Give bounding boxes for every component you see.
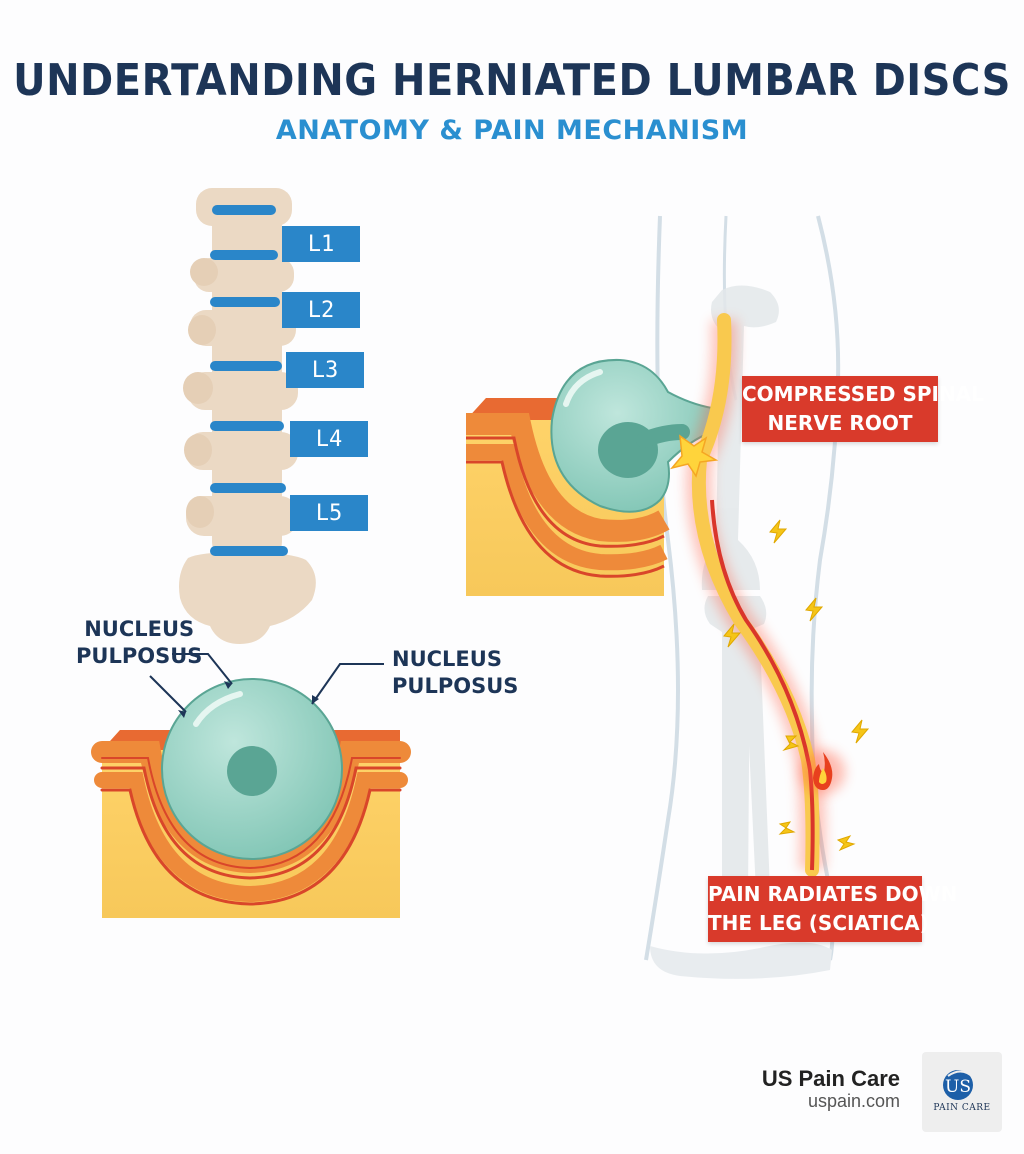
disc-line bbox=[210, 421, 284, 431]
page-subtitle: ANATOMY & PAIN MECHANISM bbox=[275, 115, 749, 146]
brand-name: US Pain Care bbox=[761, 1066, 900, 1091]
vertebra-label-l5: L5 bbox=[290, 495, 368, 531]
vertebra-label-l1: L1 bbox=[282, 226, 360, 262]
nucleus-pulposus-label-right: NUCLEUS PULPOSUS bbox=[392, 647, 519, 698]
disc-line bbox=[210, 297, 280, 307]
lumbar-spine bbox=[179, 188, 316, 644]
disc-line bbox=[210, 361, 282, 371]
disc-line bbox=[210, 250, 278, 260]
brand-url[interactable]: uspain.com bbox=[807, 1091, 900, 1111]
vertebra-label-l2: L2 bbox=[282, 292, 360, 328]
page-title: UNDERTANDING HERNIATED LUMBAR DISCS bbox=[13, 56, 1011, 106]
disc-line bbox=[212, 205, 276, 215]
logo-mark-text: US bbox=[945, 1077, 971, 1097]
healthy-disc-cross-section bbox=[91, 653, 411, 918]
sciatic-nerve bbox=[669, 313, 870, 877]
brand-logo: US PAIN CARE bbox=[922, 1052, 1002, 1132]
herniated-disc-cross-section bbox=[466, 358, 717, 596]
vertebra-label-l4: L4 bbox=[290, 421, 368, 457]
disc-line bbox=[210, 546, 288, 556]
logo-mark-icon: US bbox=[943, 1070, 975, 1100]
nucleus-pulposus-label-left: NUCLEUS PULPOSUS bbox=[76, 617, 203, 668]
sciatica-callout: PAIN RADIATES DOWN THE LEG (SCIATICA) bbox=[708, 876, 957, 942]
disc-line bbox=[210, 483, 286, 493]
pain-bolts bbox=[723, 519, 870, 852]
logo-text: PAIN CARE bbox=[933, 1103, 991, 1113]
vertebra-label-l3: L3 bbox=[286, 352, 364, 388]
compressed-nerve-root-callout: COMPRESSED SPINAL NERVE ROOT bbox=[742, 376, 984, 442]
